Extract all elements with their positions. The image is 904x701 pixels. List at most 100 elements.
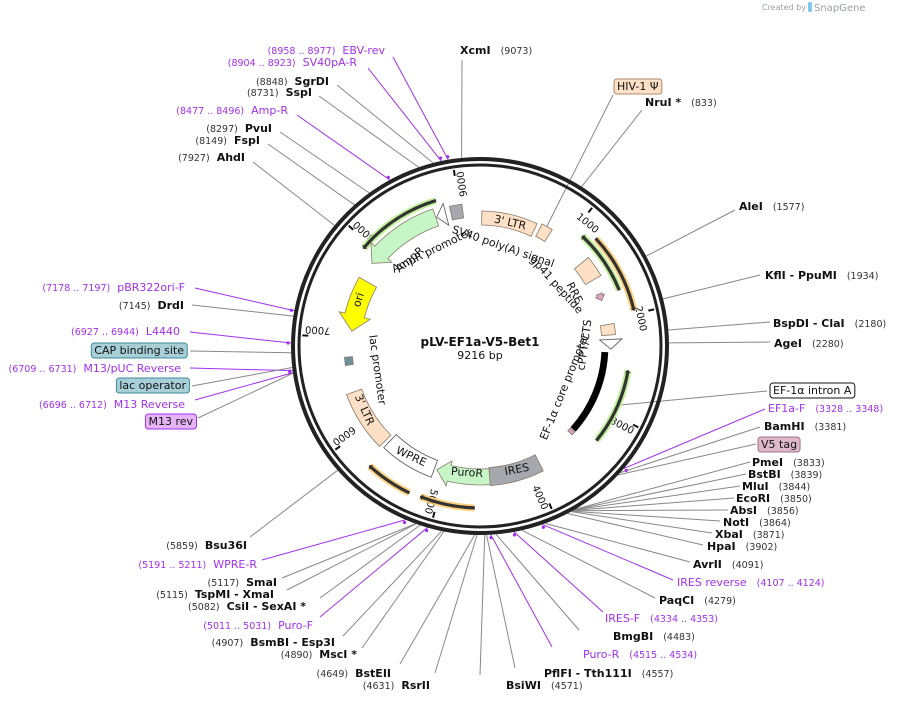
enzyme-label-agei[interactable]: AgeI(2280) [774, 337, 844, 350]
feature-label-ef-1-intron-a[interactable]: EF-1α intron A [769, 382, 856, 399]
leader-line [618, 443, 757, 476]
enzyme-label-ahdi[interactable]: (7927)AhdI [178, 151, 245, 164]
enzyme-name: PvuI [245, 122, 272, 135]
enzyme-label-alei[interactable]: AleI(1577) [739, 200, 804, 213]
feature-label-v5-tag[interactable]: V5 tag [757, 436, 801, 453]
enzyme-label-nrui[interactable]: NruI *(833) [645, 96, 717, 109]
enzyme-label-mlui[interactable]: MluI(3844) [742, 480, 810, 493]
enzyme-label-smai[interactable]: (5117)SmaI [208, 576, 278, 589]
backbone-ring [291, 157, 669, 535]
enzyme-label-ecori[interactable]: EcoRI(3850) [736, 492, 812, 505]
enzyme-label-bsteii[interactable]: (4649)BstEII [317, 667, 391, 680]
enzyme-name: XcmI [460, 44, 491, 57]
enzyme-name: PflFI - Tth111I [544, 667, 632, 680]
primer-label-ebv-rev[interactable]: (8958 .. 8977)EBV-rev [268, 44, 386, 57]
enzyme-name: SmaI [246, 576, 277, 589]
leader-line [542, 523, 674, 581]
enzyme-label-kfli-ppumi[interactable]: KflI - PpuMI(1934) [765, 269, 878, 282]
primer-label-m13-reverse[interactable]: (6696 .. 6712)M13 Reverse [39, 398, 185, 411]
primer-label-l4440[interactable]: (6927 .. 6944)L4440 [71, 325, 180, 338]
enzyme-label-csii-sexai[interactable]: (5082)CsiI - SexAI * [188, 600, 306, 613]
primer-label-amp-r[interactable]: (8477 .. 8496)Amp-R [176, 104, 288, 117]
site-location: (3864) [759, 518, 791, 529]
feature-ori[interactable] [338, 276, 378, 332]
enzyme-label-pmei[interactable]: PmeI(3833) [752, 456, 825, 469]
primer-label-pbr322ori-f[interactable]: (7178 .. 7197)pBR322ori-F [42, 281, 185, 294]
feature-hiv-1[interactable] [535, 223, 553, 243]
feature-sv40-poly-a-signal[interactable] [448, 203, 465, 221]
feature-label-text: V5 tag [761, 438, 797, 451]
enzyme-label-drdi[interactable]: (7145)DrdI [119, 299, 184, 312]
tick-mark [334, 445, 341, 451]
feature-ampr[interactable] [370, 208, 440, 264]
enzyme-label-paqci[interactable]: PaqCI(4279) [659, 594, 736, 607]
primer-name: Puro-R [583, 648, 620, 661]
enzyme-label-noti[interactable]: NotI(3864) [723, 516, 791, 529]
enzyme-label-pvui[interactable]: (8297)PvuI [206, 122, 272, 135]
primer-site-mark [624, 468, 628, 473]
feature-ampr-promoter[interactable] [436, 202, 450, 227]
primer-label-ires-reverse[interactable]: IRES reverse(4107 .. 4124) [677, 576, 825, 589]
orf-arrow[interactable] [368, 465, 411, 495]
feature-rre[interactable] [573, 256, 602, 286]
feature-gp41-peptide[interactable] [594, 292, 606, 302]
primer-label-puro-f[interactable]: (5011 .. 5031)Puro-F [203, 619, 313, 632]
orf-arrow[interactable] [419, 494, 475, 510]
orf-arrow[interactable] [594, 237, 637, 312]
primer-label-ef1a-f[interactable]: EF1a-F(3328 .. 3348) [768, 402, 883, 415]
enzyme-label-sgrdi[interactable]: (8848)SgrDI [256, 75, 329, 88]
feature-3-ltr[interactable] [481, 210, 538, 237]
primer-label-sv40pa-r[interactable]: (8904 .. 8923)SV40pA-R [228, 56, 358, 69]
enzyme-label-fspi[interactable]: (8149)FspI [195, 134, 260, 147]
enzyme-label-xbai[interactable]: XbaI(3871) [715, 528, 784, 541]
enzyme-label-bsiwi[interactable]: BsiWI(4571) [506, 679, 583, 692]
enzyme-label-xcmi[interactable]: XcmI(9073) [460, 44, 532, 57]
orf-arrow[interactable] [362, 198, 437, 249]
leader-line [319, 524, 421, 599]
feature-v5-tag[interactable] [567, 427, 576, 436]
enzyme-label-rsrii[interactable]: (4631)RsrII [363, 679, 430, 692]
feature-wpre[interactable] [383, 434, 439, 478]
orf-arrow[interactable] [581, 235, 621, 291]
site-location: (8958 .. 8977) [268, 46, 336, 57]
feature-unnamed[interactable] [598, 338, 624, 350]
leader-line [573, 497, 735, 511]
feature-ef-1-core-promoter[interactable] [570, 351, 609, 432]
enzyme-name: XbaI [715, 528, 743, 541]
leader-line [544, 94, 614, 232]
leader-line [490, 534, 553, 648]
feature-label-m13-rev[interactable]: M13 rev [144, 413, 197, 430]
enzyme-label-bamhi[interactable]: BamHI(3381) [764, 420, 846, 433]
feature-cppt-cts[interactable] [599, 323, 616, 337]
feature-label-hiv-1[interactable]: HIV-1 Ψ [613, 78, 663, 95]
enzyme-label-hpai[interactable]: HpaI(3902) [707, 540, 777, 553]
enzyme-label-bstbi[interactable]: BstBI(3839) [748, 468, 822, 481]
enzyme-label-avrii[interactable]: AvrII(4091) [693, 558, 764, 571]
primer-label-m13-puc-reverse[interactable]: (6709 .. 6731)M13/pUC Reverse [9, 362, 182, 375]
feature-puror[interactable] [436, 460, 491, 487]
feature-ires[interactable] [488, 454, 544, 487]
enzyme-label-bsu36i[interactable]: (5859)Bsu36I [166, 539, 247, 552]
feature-label-lac-operator[interactable]: lac operator [115, 377, 190, 394]
primer-label-wpre-r[interactable]: (5191 .. 5211)WPRE-R [138, 558, 257, 571]
enzyme-label-bmgbi[interactable]: BmgBI(4483) [613, 630, 695, 643]
primer-label-puro-r[interactable]: Puro-R(4515 .. 4534) [583, 648, 697, 661]
enzyme-label-absi[interactable]: AbsI(3856) [730, 504, 799, 517]
backbone-outer-strand [291, 157, 669, 535]
enzyme-label-bsmbi-esp3i[interactable]: (4907)BsmBI - Esp3I [212, 636, 335, 649]
enzyme-label-msci[interactable]: (4890)MscI * [281, 648, 358, 661]
enzyme-label-sspi[interactable]: (8731)SspI [247, 86, 312, 99]
feature-lac-operator[interactable] [344, 356, 354, 367]
orf-arrow[interactable] [595, 369, 631, 442]
primer-label-ires-f[interactable]: IRES-F(4334 .. 4353) [605, 612, 718, 625]
feature-label-cap-binding-site[interactable]: CAP binding site [90, 342, 188, 359]
enzyme-name: AhdI [217, 151, 245, 164]
leader-line [521, 529, 656, 599]
enzyme-label-bspdi-clai[interactable]: BspDI - ClaI(2180) [773, 317, 886, 330]
feature-caption: 3' LTR [493, 213, 528, 233]
enzyme-label-pflfi-tth111i[interactable]: PflFI - Tth111I(4557) [544, 667, 673, 680]
orf-highlight [594, 369, 632, 443]
enzyme-label-tspmi-xmai[interactable]: (5115)TspMI - XmaI [156, 588, 274, 601]
feature-3-ltr[interactable] [346, 388, 392, 447]
tick-mark [548, 503, 553, 510]
